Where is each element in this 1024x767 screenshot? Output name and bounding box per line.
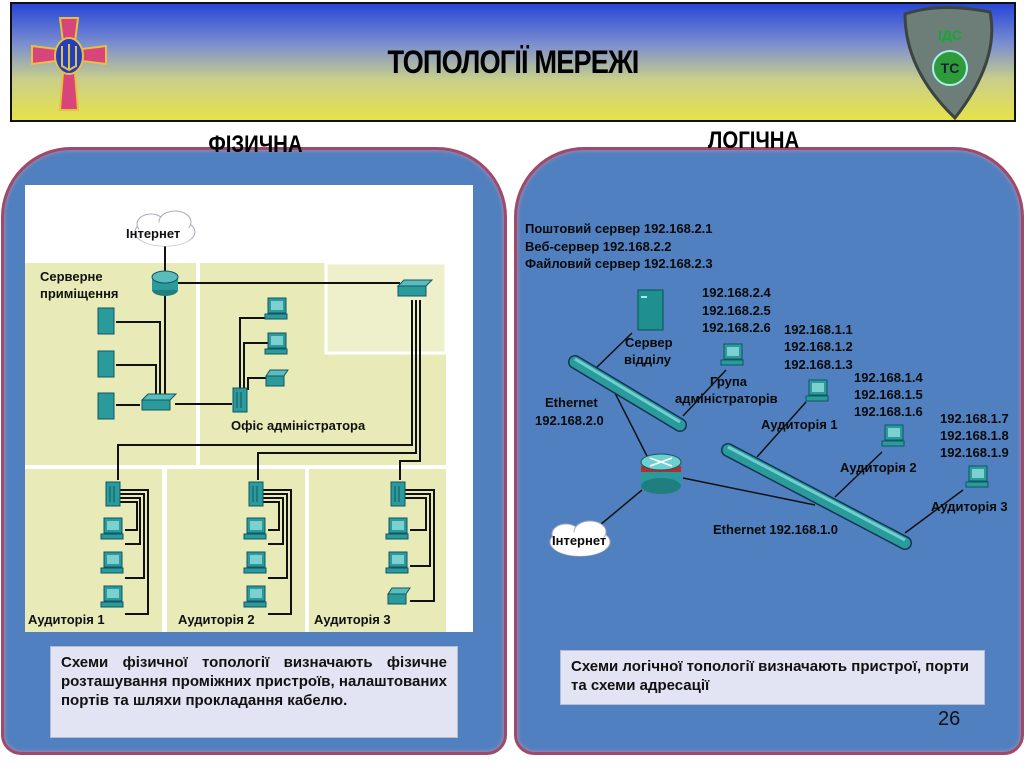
server-room-label: Серверне xyxy=(40,269,103,284)
admin-ip: 192.168.2.5 xyxy=(702,303,771,318)
room2-label: Аудиторія 2 xyxy=(178,612,255,627)
hub-icon xyxy=(232,387,248,413)
computer-icon xyxy=(805,379,829,402)
ethernet1-label: Ethernet 192.168.1.0 xyxy=(713,522,838,537)
computer-icon xyxy=(385,517,409,540)
physical-description: Схеми фізичної топології визначають фізи… xyxy=(50,646,458,738)
file-server-label: Файловий сервер 192.168.2.3 xyxy=(525,256,713,271)
page-number: 26 xyxy=(938,708,961,730)
room2-ip: 192.168.1.5 xyxy=(854,387,923,402)
header-banner: ТОПОЛОГІЇ МЕРЕЖІ xyxy=(10,2,1016,122)
physical-diagram: Інтернет Серверне приміщення Офіс адміні… xyxy=(25,185,473,632)
room1-ip: 192.168.1.1 xyxy=(784,322,853,337)
hub-icon xyxy=(105,481,121,507)
logical-description: Схеми логічної топології визначають прис… xyxy=(560,650,985,705)
room3-label: Аудиторія 3 xyxy=(314,612,391,627)
dept-server-label: відділу xyxy=(624,352,672,367)
computer-icon xyxy=(243,551,267,574)
room2-ip: 192.168.1.6 xyxy=(854,404,923,419)
computer-icon xyxy=(385,551,409,574)
room1-ip: 192.168.1.3 xyxy=(784,357,853,372)
room3-ip: 192.168.1.8 xyxy=(940,428,1009,443)
room3-label: Аудиторія 3 xyxy=(931,499,1008,514)
web-server-label: Веб-сервер 192.168.2.2 xyxy=(525,239,672,254)
computer-icon xyxy=(881,424,905,447)
ethernet2-label: 192.168.2.0 xyxy=(535,413,604,428)
server-icon xyxy=(97,392,115,420)
room3-ip: 192.168.1.9 xyxy=(940,445,1009,460)
slide-title: ТОПОЛОГІЇ МЕРЕЖІ xyxy=(387,44,639,80)
room2-ip: 192.168.1.4 xyxy=(854,370,923,385)
computer-icon xyxy=(100,551,124,574)
admin-office-label: Офіс адміністратора xyxy=(231,418,366,433)
computer-icon xyxy=(720,343,744,366)
admin-ip: 192.168.2.6 xyxy=(702,320,771,335)
logical-heading: ЛОГІЧНА xyxy=(708,127,800,154)
hub-icon xyxy=(390,481,406,507)
dept-server-label: Сервер xyxy=(625,335,673,350)
room1-label: Аудиторія 1 xyxy=(28,612,105,627)
zone-room2 xyxy=(167,469,305,632)
mail-server-label: Поштовий сервер 192.168.2.1 xyxy=(525,221,713,236)
computer-icon xyxy=(243,517,267,540)
computer-icon xyxy=(243,585,267,608)
admin-group-label: Група xyxy=(710,374,748,389)
server-icon xyxy=(97,307,115,335)
admin-group-label: адміністраторів xyxy=(675,391,778,406)
room1-label: Аудиторія 1 xyxy=(761,417,838,432)
router-icon xyxy=(640,453,682,494)
physical-heading: ФІЗИЧНА xyxy=(208,131,303,158)
ethernet-bus-192-168-2-0 xyxy=(568,355,687,432)
zone-room3 xyxy=(309,469,446,632)
computer-icon xyxy=(100,517,124,540)
ethernet-bus-192-168-1-0 xyxy=(721,443,912,550)
left-emblem-logo xyxy=(31,17,107,111)
room3-ip: 192.168.1.7 xyxy=(940,411,1009,426)
internet-label: Інтернет xyxy=(126,226,180,241)
ethernet2-label: Ethernet xyxy=(545,395,598,410)
internet-label: Інтернет xyxy=(552,533,606,548)
zone-room1 xyxy=(25,469,162,632)
logical-diagram: Поштовий сервер 192.168.2.1 Веб-сервер 1… xyxy=(525,221,1009,557)
computer-icon xyxy=(264,297,288,320)
server-icon xyxy=(637,289,664,331)
server-room-label: приміщення xyxy=(40,286,119,301)
admin-ip: 192.168.2.4 xyxy=(702,285,771,300)
room1-ip: 192.168.1.2 xyxy=(784,339,853,354)
router-icon xyxy=(151,270,179,296)
server-icon xyxy=(97,350,115,378)
computer-icon xyxy=(100,585,124,608)
computer-icon xyxy=(264,332,288,355)
computer-icon xyxy=(965,465,989,488)
hub-icon xyxy=(248,481,264,507)
room2-label: Аудиторія 2 xyxy=(840,460,917,475)
